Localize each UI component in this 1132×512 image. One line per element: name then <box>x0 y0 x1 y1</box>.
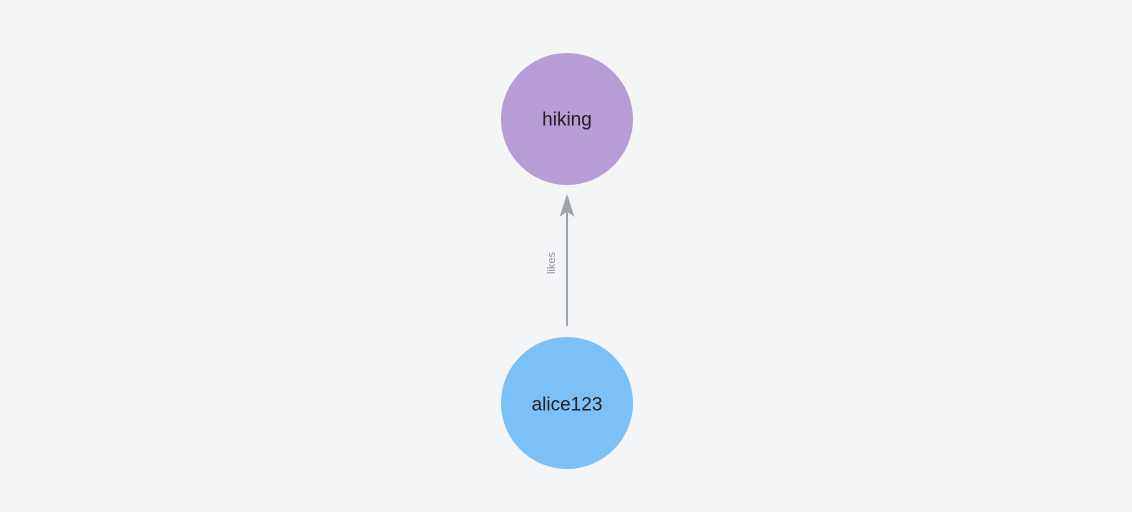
node-label: hiking <box>542 110 592 131</box>
node-label: alice123 <box>532 395 603 416</box>
node-alice123: alice123 <box>501 337 633 469</box>
edge-arrowhead-icon[interactable] <box>559 194 575 217</box>
node-hiking: hiking <box>501 53 633 185</box>
edge-label: likes <box>546 252 558 275</box>
edge-likes: likes <box>546 194 575 326</box>
node-circle-hiking[interactable] <box>501 53 633 185</box>
node-circle-alice123[interactable] <box>501 337 633 469</box>
